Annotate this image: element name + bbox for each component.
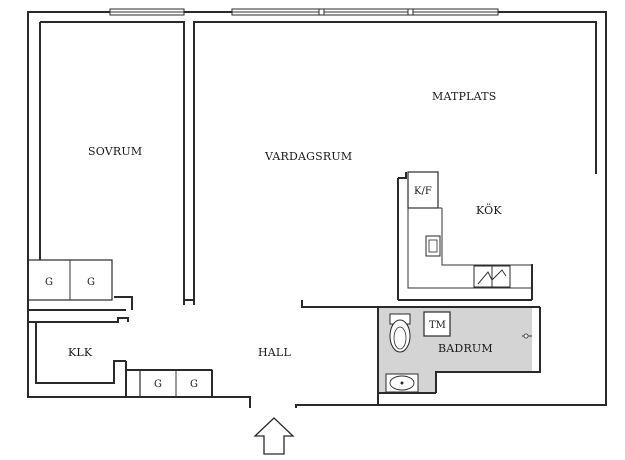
wardrobe-label: G — [45, 277, 53, 288]
living-room-walls — [184, 21, 597, 308]
bedroom-wardrobes — [27, 259, 113, 301]
hall-wardrobes — [139, 369, 213, 398]
room-label-matplats: MATPLATS — [432, 90, 496, 103]
bathroom-walls — [377, 306, 541, 394]
sink-icon — [385, 373, 419, 393]
windows — [109, 8, 499, 16]
wardrobe-label: G — [154, 379, 162, 390]
hall-walls — [28, 317, 213, 397]
label-kf: K/F — [414, 186, 432, 197]
wardrobe-label: G — [87, 277, 95, 288]
label-tm: TM — [429, 320, 446, 331]
room-label-hall: HALL — [258, 346, 291, 359]
room-label-badrum: BADRUM — [438, 342, 493, 355]
up-arrow-icon — [253, 417, 295, 455]
room-label-vardagsrum: VARDAGSRUM — [264, 150, 352, 163]
kitchen-sink-icon — [473, 265, 511, 288]
washing-machine — [423, 311, 451, 337]
room-label-klk: KLK — [68, 346, 93, 359]
stove-icon — [425, 235, 441, 257]
floor-drain-icon — [522, 333, 532, 339]
entrance-walls — [249, 393, 379, 408]
fridge-freezer — [407, 171, 439, 209]
bedroom-walls — [28, 21, 185, 311]
room-label-sovrum: SOVRUM — [88, 145, 142, 158]
room-label-kok: KÖK — [476, 203, 502, 217]
toilet-icon — [389, 313, 411, 353]
wardrobe-label: G — [190, 379, 198, 390]
kitchen — [397, 171, 533, 301]
